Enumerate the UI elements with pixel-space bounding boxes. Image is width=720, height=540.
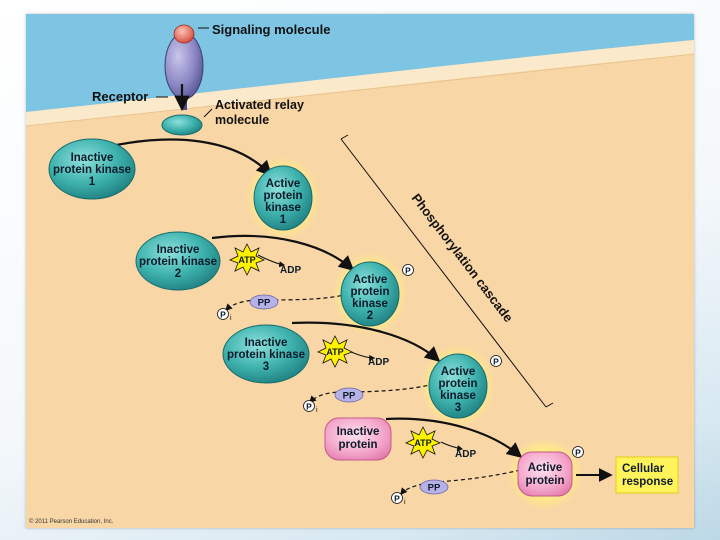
inorganic-phosphate-2: P i bbox=[303, 400, 318, 414]
adp-label-1: ADP bbox=[280, 265, 301, 276]
svg-text:protein: protein bbox=[526, 475, 565, 487]
arrow-kinase1-activates-2 bbox=[211, 234, 355, 272]
svg-text:2: 2 bbox=[175, 268, 181, 280]
cascade-bracket-top-tick bbox=[340, 134, 349, 140]
svg-text:Inactive: Inactive bbox=[245, 337, 288, 349]
phosphate-tag-1: P bbox=[402, 264, 414, 276]
active-kinase-2[interactable]: Active protein kinase 2 bbox=[340, 261, 400, 327]
arrow-kinase3-activates-protein bbox=[385, 417, 523, 458]
relay-molecule-leader bbox=[203, 108, 213, 118]
inactive-kinase-1[interactable]: Inactive protein kinase 1 bbox=[48, 138, 136, 200]
svg-text:3: 3 bbox=[263, 361, 269, 373]
phosphatase-2: PP bbox=[334, 387, 364, 403]
inactive-protein[interactable]: Inactive protein bbox=[324, 417, 392, 461]
plasma-membrane bbox=[26, 40, 694, 126]
svg-text:protein: protein bbox=[439, 378, 478, 390]
svg-text:Inactive: Inactive bbox=[71, 152, 114, 164]
cascade-diagram: Signaling molecule Receptor Activated re… bbox=[26, 14, 694, 528]
arrow-atp-adp-1 bbox=[257, 254, 286, 268]
svg-text:1: 1 bbox=[89, 176, 96, 188]
figure-frame: Signaling molecule Receptor Activated re… bbox=[26, 14, 694, 528]
svg-text:Active: Active bbox=[266, 178, 301, 190]
svg-text:Active: Active bbox=[441, 366, 476, 378]
svg-text:protein kinase: protein kinase bbox=[53, 164, 131, 176]
svg-text:i: i bbox=[230, 315, 232, 322]
arrow-relay-to-kinase1 bbox=[105, 138, 273, 177]
svg-text:protein: protein bbox=[339, 439, 378, 451]
svg-text:ATP: ATP bbox=[326, 347, 343, 357]
atp-2: ATP bbox=[317, 335, 353, 368]
svg-text:response: response bbox=[622, 476, 673, 488]
svg-text:protein kinase: protein kinase bbox=[227, 349, 305, 361]
active-kinase-1[interactable]: Active protein kinase 1 bbox=[253, 165, 313, 231]
svg-text:Active: Active bbox=[528, 462, 563, 474]
svg-text:P: P bbox=[394, 494, 400, 504]
svg-text:ATP: ATP bbox=[238, 255, 255, 265]
inactive-kinase-3[interactable]: Inactive protein kinase 3 bbox=[222, 324, 310, 384]
arrow-kinase2-activates-3 bbox=[291, 321, 441, 363]
svg-text:PP: PP bbox=[343, 391, 356, 402]
svg-text:protein kinase: protein kinase bbox=[139, 256, 217, 268]
adp-label-3: ADP bbox=[455, 449, 476, 460]
relay-label-line2: molecule bbox=[215, 113, 269, 127]
inactive-kinase-2[interactable]: Inactive protein kinase 2 bbox=[135, 231, 221, 291]
svg-text:P: P bbox=[575, 448, 581, 458]
receptor-label: Receptor bbox=[92, 89, 148, 104]
signaling-molecule[interactable] bbox=[173, 24, 195, 44]
svg-text:kinase: kinase bbox=[265, 202, 301, 214]
adp-label-2: ADP bbox=[368, 357, 389, 368]
svg-text:ATP: ATP bbox=[414, 438, 431, 448]
svg-text:Inactive: Inactive bbox=[157, 244, 200, 256]
svg-text:Cellular: Cellular bbox=[622, 463, 665, 475]
relay-label-line1: Activated relay bbox=[215, 98, 304, 112]
svg-text:2: 2 bbox=[367, 310, 373, 322]
svg-text:kinase: kinase bbox=[352, 298, 388, 310]
svg-text:3: 3 bbox=[455, 402, 461, 414]
inorganic-phosphate-3: P i bbox=[391, 492, 406, 506]
phosphate-tag-2: P bbox=[490, 355, 502, 367]
svg-text:i: i bbox=[316, 407, 318, 414]
arrow-atp-adp-3 bbox=[440, 441, 464, 451]
phosphate-tag-3: P bbox=[572, 446, 584, 458]
phosphatase-1: PP bbox=[249, 294, 279, 310]
active-kinase-3[interactable]: Active protein kinase 3 bbox=[428, 353, 488, 419]
inorganic-phosphate-1: P i bbox=[217, 308, 232, 322]
phosphatase-3: PP bbox=[419, 479, 449, 495]
svg-text:kinase: kinase bbox=[440, 390, 476, 402]
svg-text:Active: Active bbox=[353, 274, 388, 286]
cellular-response-box[interactable]: Cellular response bbox=[615, 456, 679, 494]
svg-text:protein: protein bbox=[351, 286, 390, 298]
cascade-bracket-bottom-tick bbox=[545, 402, 554, 408]
svg-text:PP: PP bbox=[428, 483, 441, 494]
svg-text:protein: protein bbox=[264, 190, 303, 202]
copyright-caption: © 2011 Pearson Education, Inc. bbox=[29, 519, 114, 525]
svg-text:P: P bbox=[493, 357, 499, 367]
active-protein[interactable]: Active protein bbox=[517, 451, 573, 497]
svg-text:Inactive: Inactive bbox=[337, 426, 380, 438]
arrow-dephos-3 bbox=[308, 383, 435, 404]
atp-3: ATP bbox=[405, 426, 441, 459]
relay-molecule[interactable] bbox=[161, 114, 203, 136]
atp-1: ATP bbox=[229, 243, 265, 276]
svg-text:P: P bbox=[405, 266, 411, 276]
svg-text:PP: PP bbox=[258, 298, 271, 309]
svg-text:i: i bbox=[404, 499, 406, 506]
svg-text:P: P bbox=[306, 402, 312, 412]
signaling-molecule-label: Signaling molecule bbox=[212, 22, 330, 37]
svg-text:P: P bbox=[220, 310, 226, 320]
arrow-dephos-2 bbox=[224, 293, 349, 312]
cascade-bracket bbox=[340, 138, 547, 408]
svg-text:1: 1 bbox=[280, 214, 287, 226]
